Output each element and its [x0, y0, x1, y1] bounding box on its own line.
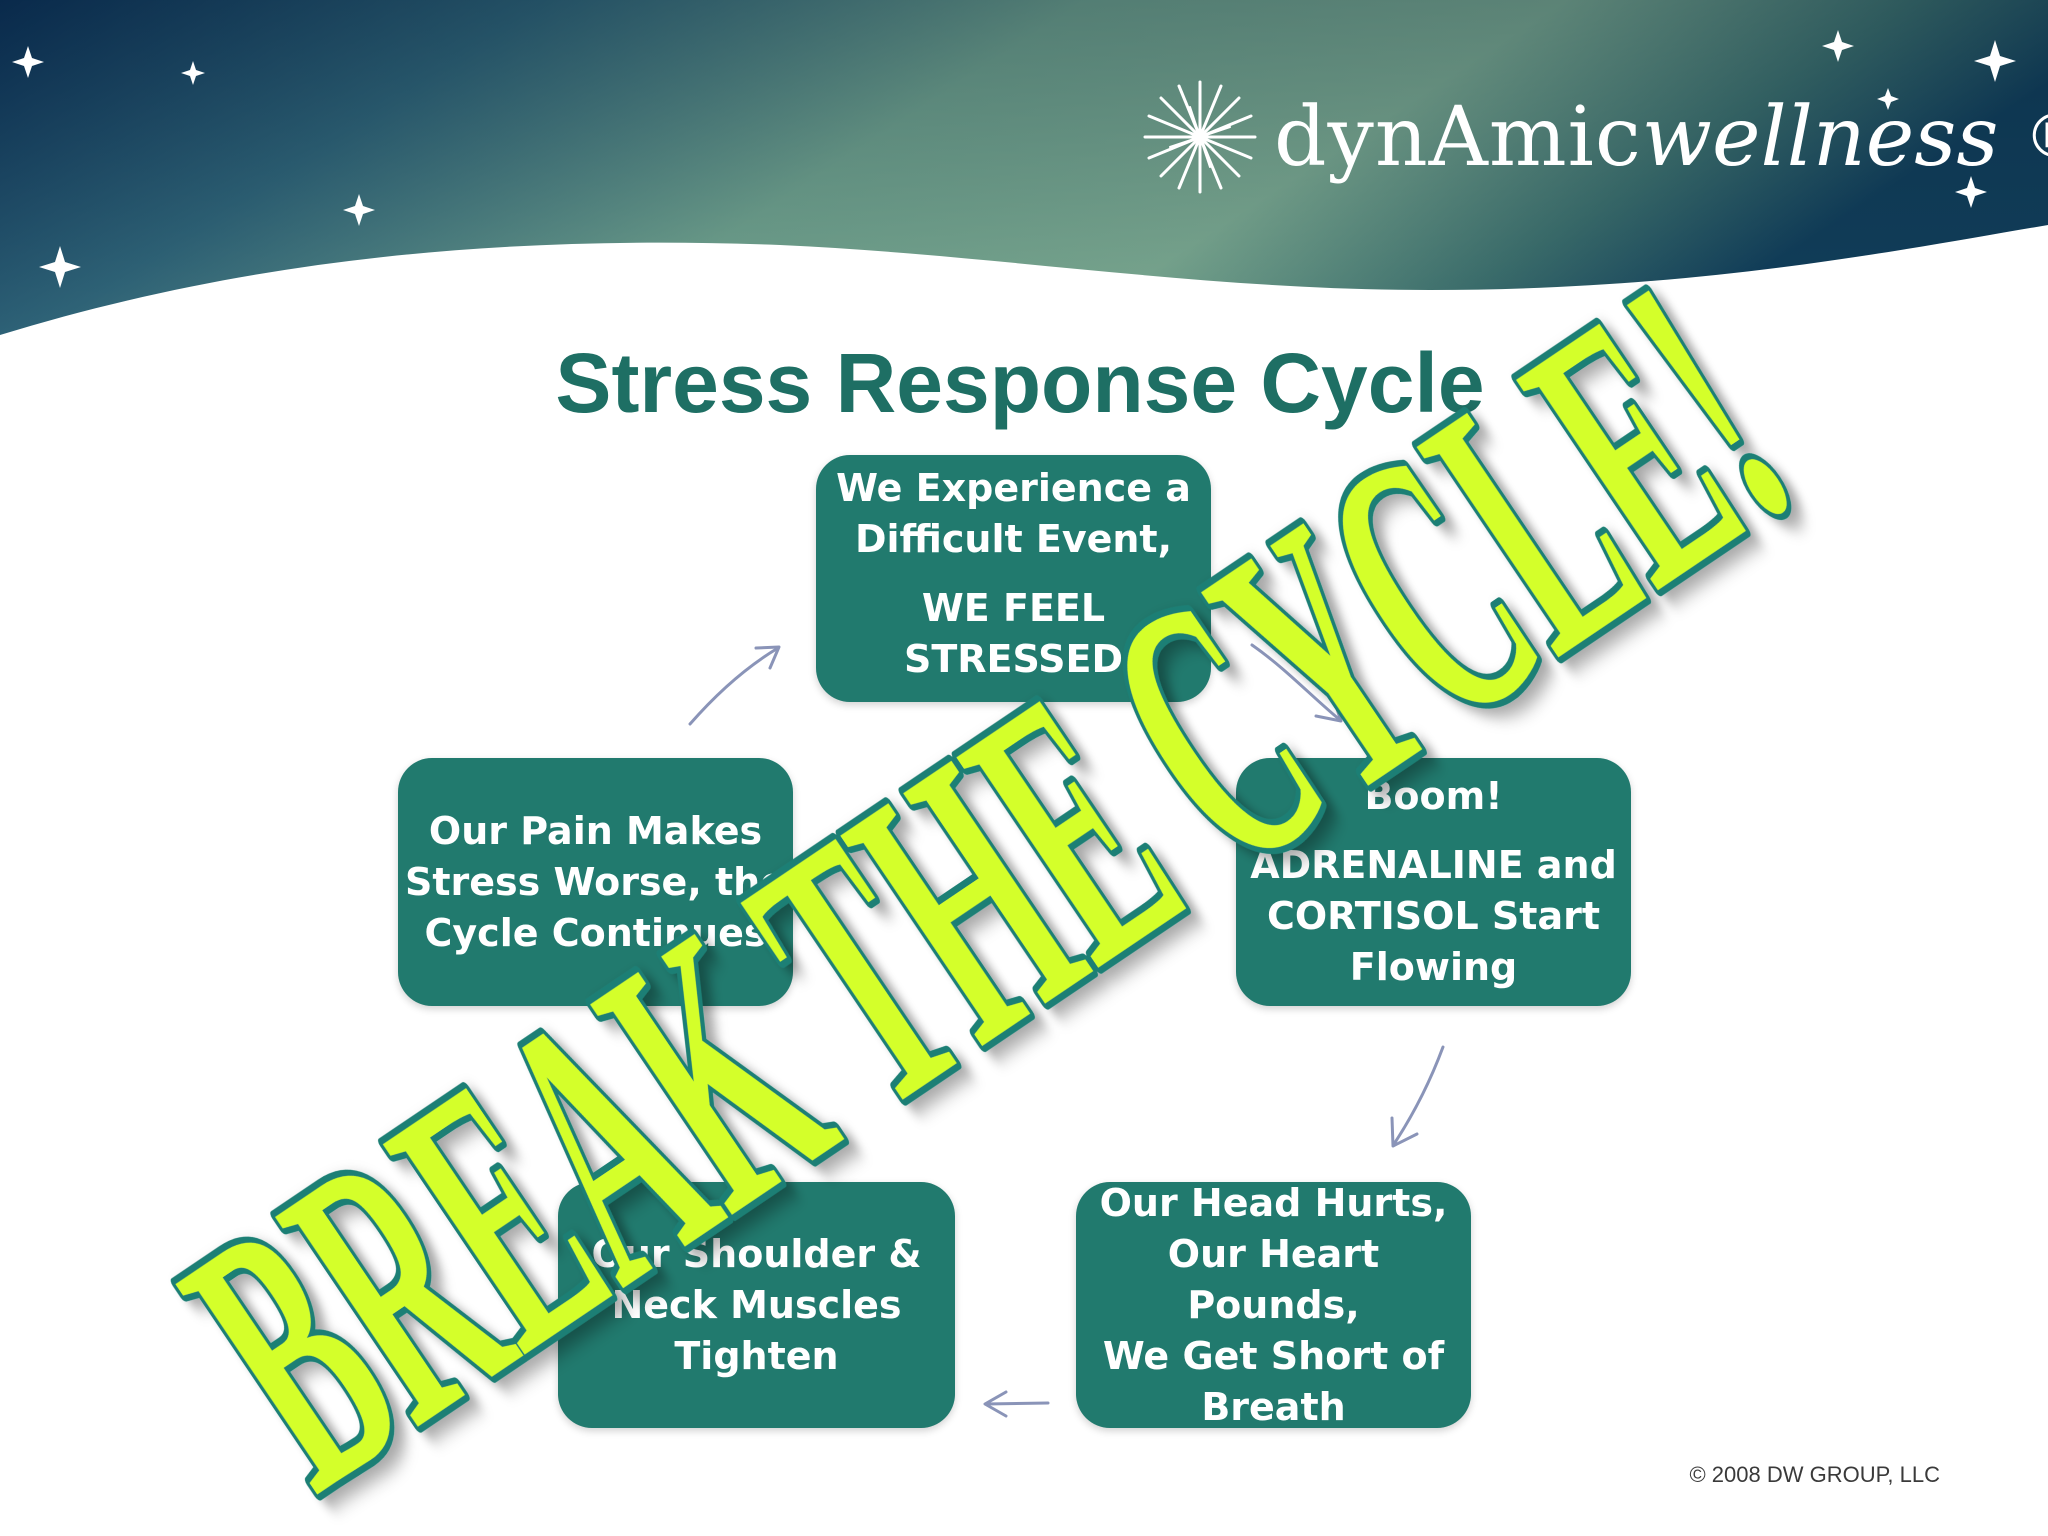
- starburst-icon: [1143, 80, 1257, 194]
- step-text: Our Head Hurts,: [1099, 1180, 1448, 1225]
- step-text: Breath: [1201, 1384, 1346, 1429]
- step-text: Difficult Event,: [854, 516, 1173, 561]
- step-text: We Experience a: [836, 465, 1191, 510]
- step-text: Our Shoulder &: [591, 1231, 922, 1276]
- arrow-step3-to-step4: [983, 1390, 1050, 1418]
- step-text: WE FEEL: [921, 585, 1106, 630]
- slide-title: Stress Response Cycle: [555, 336, 1485, 430]
- step-text: Neck Muscles: [611, 1282, 902, 1327]
- step-text: ADRENALINE and: [1250, 843, 1617, 887]
- registered-mark: ®: [2024, 102, 2048, 172]
- step-text: STRESSED: [903, 636, 1124, 681]
- step-text: Our Heart Pounds,: [1167, 1231, 1380, 1327]
- step-text: Tighten: [674, 1333, 839, 1378]
- step-text: Boom!: [1364, 774, 1503, 818]
- step-text: Our Pain Makes: [428, 808, 763, 853]
- cycle-step-head-hurts: Our Head Hurts, Our Heart Pounds, We Get…: [1076, 1181, 1471, 1429]
- step-text: Stress Worse, the: [405, 859, 786, 904]
- brand-name-part2: wellness: [1641, 89, 1999, 185]
- arrow-step1-to-step2: [1250, 643, 1343, 723]
- step-text: Cycle Continues: [424, 910, 767, 955]
- copyright-notice: © 2008 DW GROUP, LLC: [1689, 1462, 1940, 1487]
- arrow-step2-to-step3: [1390, 1045, 1445, 1148]
- brand-name-part1: dynAmic: [1274, 89, 1642, 185]
- cycle-step-muscles-tighten: Our Shoulder & Neck Muscles Tighten: [558, 1182, 955, 1428]
- step-text: We Get Short of: [1102, 1333, 1445, 1378]
- header-wave-banner: [0, 0, 2048, 335]
- cycle-step-difficult-event: We Experience a Difficult Event, WE FEEL…: [816, 455, 1211, 702]
- step-text: CORTISOL Start: [1266, 894, 1600, 938]
- cycle-step-adrenaline: Boom! ADRENALINE and CORTISOL Start Flow…: [1236, 758, 1631, 1006]
- step-text: Flowing: [1349, 945, 1518, 989]
- decorative-stars: [12, 30, 2016, 288]
- cycle-step-pain-worse: Our Pain Makes Stress Worse, the Cycle C…: [398, 758, 793, 1006]
- arrow-step5-to-step1: [688, 645, 781, 726]
